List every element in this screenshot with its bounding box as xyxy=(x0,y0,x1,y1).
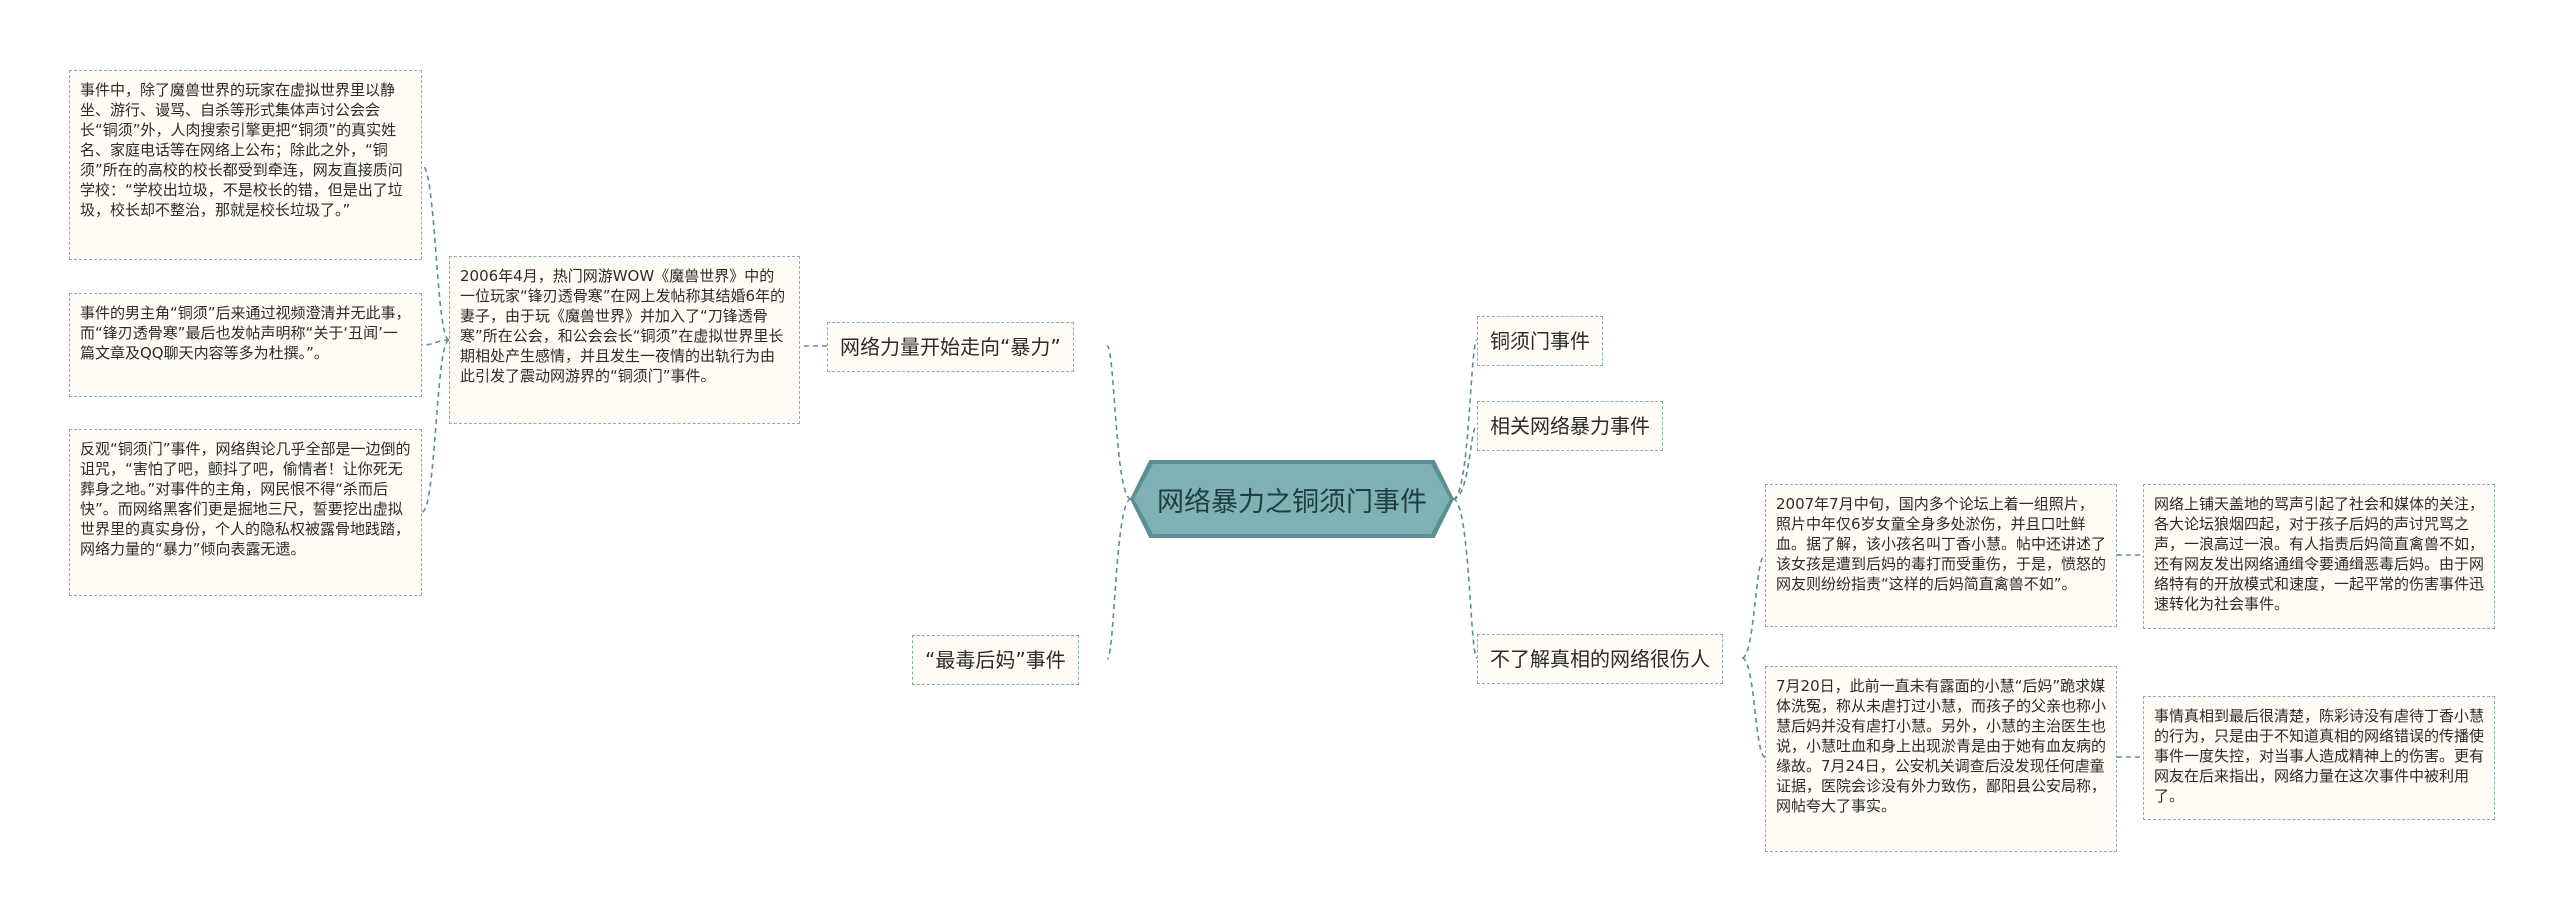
leaf-event-3[interactable]: 反观“铜须门”事件，网络舆论几乎全部是一边倒的诅咒，“害怕了吧，颤抖了吧，偷情者… xyxy=(69,429,422,596)
branch-worst-stepmother-label: “最毒后妈”事件 xyxy=(925,648,1066,672)
connector-intro-event2 xyxy=(421,339,450,346)
connector-central-mother xyxy=(1106,498,1132,660)
leaf-event-2[interactable]: 事件的男主角“铜须”后来通过视频澄清并无此事，而“锋刃透骨寒”最后也发帖声明称“… xyxy=(69,293,422,397)
leaf-event-1[interactable]: 事件中，除了魔兽世界的玩家在虚拟世界里以静坐、游行、谩骂、自杀等形式集体声讨公会… xyxy=(69,70,422,260)
central-topic-label: 网络暴力之铜须门事件 xyxy=(1157,486,1427,518)
leaf-intro[interactable]: 2006年4月，热门网游WOW《魔兽世界》中的一位玩家“锋刃透骨寒”在网上发帖称… xyxy=(449,256,800,424)
branch-violence[interactable]: 网络力量开始走向“暴力” xyxy=(827,322,1074,372)
connector-intro-event3 xyxy=(421,339,450,513)
leaf-truth-text: 事情真相到最后很清楚，陈彩诗没有虐待丁香小慧的行为，只是由于不知道真相的网络错误… xyxy=(2154,707,2485,805)
branch-truth-label: 不了解真相的网络很伤人 xyxy=(1490,647,1710,671)
leaf-photo[interactable]: 2007年7月中旬，国内多个论坛上着一组照片，照片中年仅6岁女童全身多处淤伤，并… xyxy=(1765,484,2117,627)
leaf-reaction[interactable]: 网络上铺天盖地的骂声引起了社会和媒体的关注，各大论坛狼烟四起，对于孩子后妈的声讨… xyxy=(2143,484,2495,629)
branch-truth[interactable]: 不了解真相的网络很伤人 xyxy=(1477,634,1723,684)
leaf-hospital-text: 7月20日，此前一直未有露面的小慧“后妈”跪求媒体洗冤，称从未虐打过小慧，而孩子… xyxy=(1776,677,2107,815)
branch-related-violence-label: 相关网络暴力事件 xyxy=(1490,414,1650,438)
central-topic[interactable]: 网络暴力之铜须门事件 xyxy=(1134,464,1450,534)
connector-central-violence xyxy=(1106,345,1132,500)
leaf-intro-text: 2006年4月，热门网游WOW《魔兽世界》中的一位玩家“锋刃透骨寒”在网上发帖称… xyxy=(460,267,786,385)
connector-central-related xyxy=(1452,424,1478,500)
leaf-hospital[interactable]: 7月20日，此前一直未有露面的小慧“后妈”跪求媒体洗冤，称从未虐打过小慧，而孩子… xyxy=(1765,666,2117,852)
leaf-event-2-text: 事件的男主角“铜须”后来通过视频澄清并无此事，而“锋刃透骨寒”最后也发帖声明称“… xyxy=(80,304,411,362)
leaf-reaction-text: 网络上铺天盖地的骂声引起了社会和媒体的关注，各大论坛狼烟四起，对于孩子后妈的声讨… xyxy=(2154,495,2485,613)
branch-related-violence[interactable]: 相关网络暴力事件 xyxy=(1477,401,1663,451)
leaf-event-3-text: 反观“铜须门”事件，网络舆论几乎全部是一边倒的诅咒，“害怕了吧，颤抖了吧，偷情者… xyxy=(80,440,411,558)
branch-worst-stepmother[interactable]: “最毒后妈”事件 xyxy=(912,635,1079,685)
connector-intro-event1 xyxy=(421,164,450,341)
connector-central-truth xyxy=(1452,498,1478,659)
leaf-photo-text: 2007年7月中旬，国内多个论坛上着一组照片，照片中年仅6岁女童全身多处淤伤，并… xyxy=(1776,495,2107,593)
connector-central-tongxu xyxy=(1452,339,1478,500)
branch-violence-label: 网络力量开始走向“暴力” xyxy=(840,335,1061,359)
connector-truth-photo xyxy=(1741,554,1766,659)
branch-tongxu[interactable]: 铜须门事件 xyxy=(1477,316,1603,366)
connector-truth-hospital xyxy=(1741,657,1766,758)
leaf-truth[interactable]: 事情真相到最后很清楚，陈彩诗没有虐待丁香小慧的行为，只是由于不知道真相的网络错误… xyxy=(2143,696,2495,820)
branch-tongxu-label: 铜须门事件 xyxy=(1490,329,1590,353)
leaf-event-1-text: 事件中，除了魔兽世界的玩家在虚拟世界里以静坐、游行、谩骂、自杀等形式集体声讨公会… xyxy=(80,81,403,219)
